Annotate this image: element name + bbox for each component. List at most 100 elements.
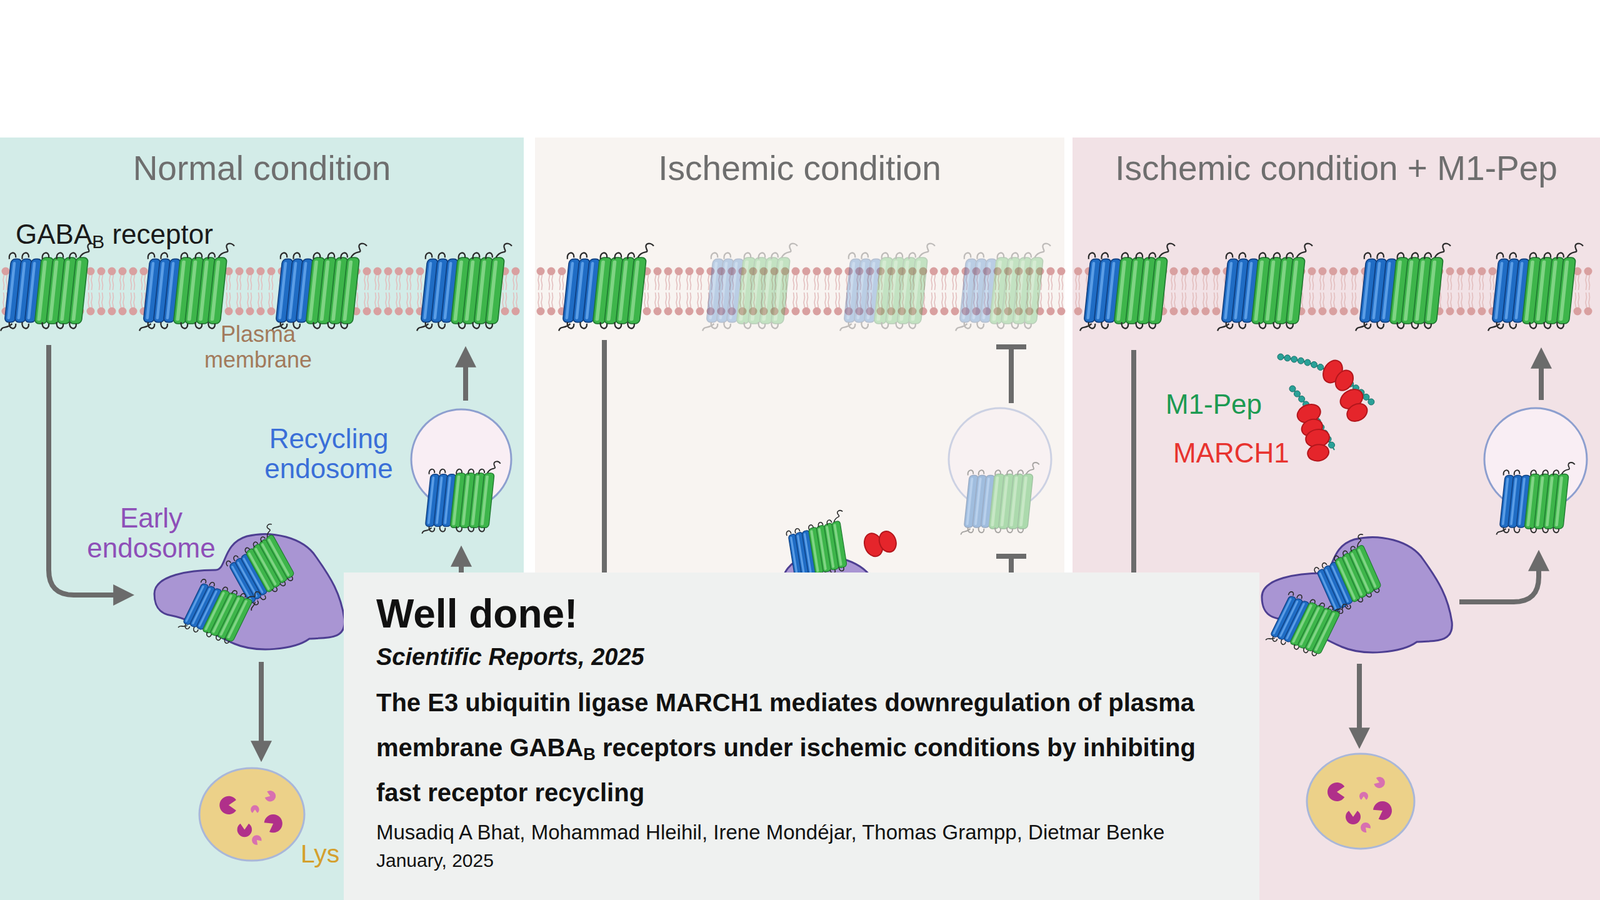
helix-green: [627, 257, 647, 324]
lipid-tail: [141, 275, 143, 290]
lipid-head: [1467, 307, 1476, 316]
receptor-tail: [0, 323, 12, 332]
helix-highlight: [1000, 476, 1009, 527]
peptide-chain-part: [1297, 357, 1304, 364]
lipid-head: [118, 267, 127, 276]
receptor-loop: [1411, 322, 1419, 329]
subscript: B: [583, 744, 596, 764]
receptor-loop: [1397, 322, 1405, 329]
helix-highlight: [773, 260, 784, 322]
receptor-loop: [1397, 253, 1405, 260]
receptor-loop: [580, 322, 587, 329]
lipid-head: [685, 307, 694, 316]
lipid-head: [405, 267, 414, 276]
receptor-loop: [744, 322, 752, 329]
receptor-loop: [440, 469, 446, 475]
receptor-tail: [1488, 323, 1500, 332]
lipid-tail: [647, 275, 649, 290]
lipid-tail: [1171, 292, 1173, 308]
lipid-tail: [941, 292, 944, 308]
gaba-b-receptor: [840, 243, 935, 332]
helix-highlight: [846, 261, 855, 320]
lipid-tail: [420, 275, 422, 290]
helix-highlight: [1403, 260, 1414, 322]
gaba-b-receptor: [421, 461, 500, 534]
lipid-tail: [229, 275, 231, 290]
helix-highlight: [856, 261, 865, 320]
degraded-fragment: [219, 796, 237, 815]
lysosome-label: Lys: [300, 839, 340, 869]
receptor-loop: [56, 322, 64, 329]
helix-green: [69, 257, 89, 324]
lipid-tail: [1040, 292, 1042, 308]
lipid-tail: [814, 275, 816, 290]
receptor-loop: [723, 322, 731, 329]
helix-highlight: [1555, 476, 1564, 527]
helix-highlight: [1223, 261, 1233, 320]
lipid-tail: [1051, 292, 1053, 308]
lipid-tail: [268, 275, 270, 290]
lipid-tail: [1351, 275, 1354, 290]
receptor-loop: [69, 322, 77, 329]
receptor-loop: [485, 253, 493, 260]
lipid-tail: [1301, 292, 1304, 308]
receptor-loop: [1101, 253, 1109, 260]
receptor-loop: [1101, 322, 1109, 329]
lipid-tail: [88, 275, 90, 290]
lipid-tail: [1482, 292, 1484, 308]
lipid-tail: [101, 275, 104, 290]
receptor-loop: [458, 322, 466, 329]
receptor-loop: [340, 322, 348, 329]
lipid-tail: [559, 292, 561, 308]
receptor-loop: [861, 253, 869, 260]
helix-highlight: [1501, 477, 1510, 525]
receptor-loop: [478, 526, 485, 532]
receptor-loop: [478, 469, 485, 475]
helix-highlight: [16, 261, 26, 320]
receptor-loop: [328, 322, 335, 329]
helix-highlight: [1253, 260, 1264, 322]
receptor-loop: [1496, 253, 1504, 260]
helix-highlight: [866, 261, 875, 320]
receptor-tail: [1355, 323, 1367, 332]
lipid-tail: [1213, 292, 1215, 308]
lipid-head: [246, 267, 255, 276]
lipid-tail: [686, 275, 689, 290]
helix-highlight: [1276, 260, 1287, 322]
helix-highlight: [433, 261, 442, 320]
helix-highlight: [833, 523, 842, 567]
receptor-loop: [995, 527, 1001, 533]
lipid-tail: [378, 292, 380, 308]
receptor-tail: [1296, 243, 1313, 258]
lipid-tail: [817, 292, 819, 308]
lipid-tail: [1585, 275, 1587, 290]
lipid-head: [1201, 307, 1210, 316]
helix-highlight: [981, 261, 991, 320]
lipid-tail: [396, 292, 398, 308]
receptor-loop: [848, 253, 856, 260]
receptor-loop: [42, 322, 50, 329]
helix-highlight: [476, 260, 487, 322]
receptor-loop: [1011, 322, 1019, 329]
receptor-loop: [1296, 594, 1303, 600]
helix-highlight: [750, 260, 761, 322]
lipid-head: [225, 307, 234, 316]
lipid-tail: [420, 292, 422, 308]
helix-highlight: [982, 477, 990, 525]
lipid-tail: [835, 292, 837, 308]
lipid-tail: [700, 275, 702, 290]
receptor-loop: [1424, 253, 1432, 260]
receptor-tail: [1567, 243, 1584, 258]
helix-green: [485, 257, 505, 324]
receptor-loop: [1333, 555, 1340, 562]
lipid-tail: [364, 292, 366, 308]
helix-highlight: [1128, 260, 1139, 322]
lipid-tail: [120, 292, 122, 308]
lipid-head: [813, 307, 822, 316]
receptor-loop: [215, 635, 221, 641]
lipid-head: [1488, 267, 1497, 276]
receptor-loop: [896, 253, 904, 260]
receptor-loop: [195, 253, 203, 260]
lipid-tail: [934, 292, 936, 308]
helix-highlight: [1510, 477, 1518, 525]
